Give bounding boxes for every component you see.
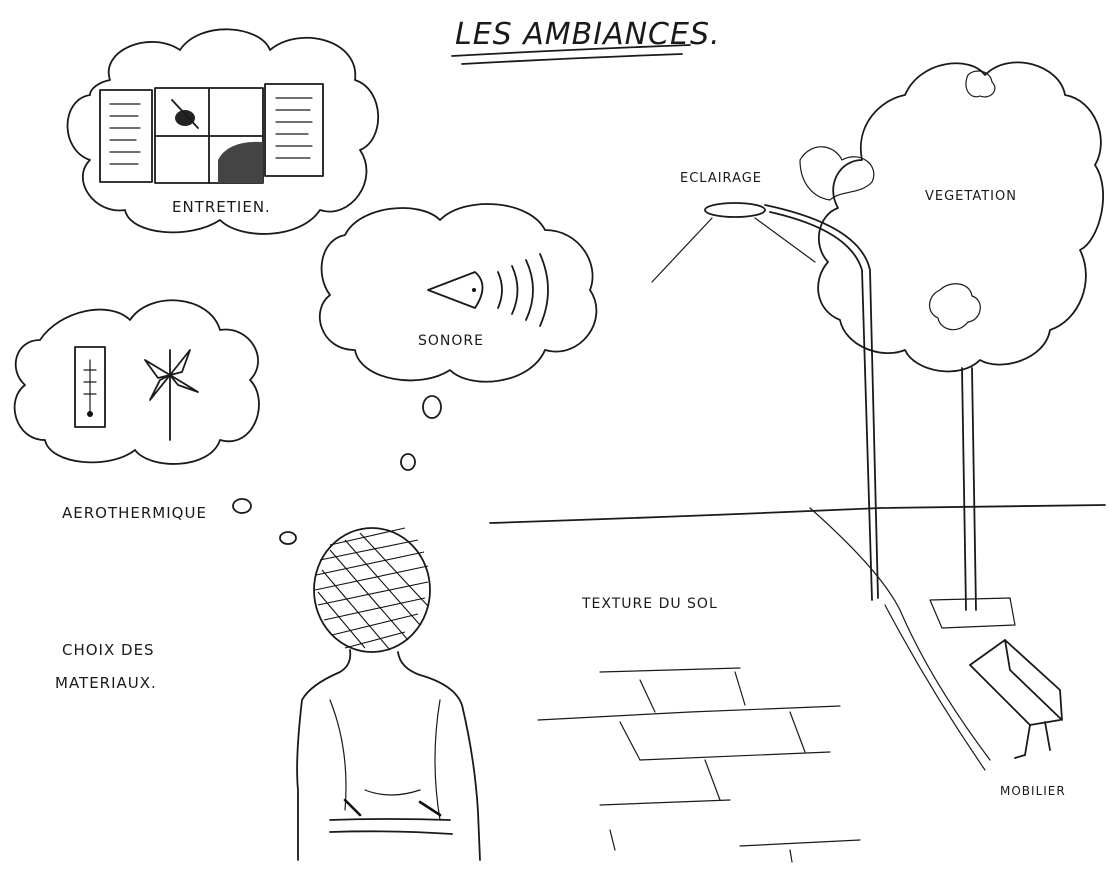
entretien-label: ENTRETIEN. (172, 198, 271, 216)
ear-sound-icon (428, 254, 548, 326)
thought-trail (233, 396, 441, 544)
pinwheel-icon (145, 350, 198, 440)
page-title: LES AMBIANCES. (455, 17, 721, 52)
title-group: LES AMBIANCES. (452, 17, 721, 64)
tree-canopy (818, 62, 1103, 371)
materials-line2: MATERIAUX. (55, 674, 157, 692)
mobilier-label: MOBILIER (1000, 784, 1066, 798)
ground-lines (490, 505, 1105, 770)
title-underline-2 (462, 54, 682, 64)
window-shutters-icon (100, 84, 323, 183)
aerothermique-label: AEROTHERMIQUE (62, 504, 207, 522)
aerothermique-cloud (15, 300, 259, 464)
materials-note: CHOIX DES MATERIAUX. (55, 641, 157, 692)
paving-stones (538, 668, 860, 862)
street-lamp: ECLAIRAGE (652, 171, 878, 600)
vegetation-label: VEGETATION (925, 189, 1017, 204)
tree: VEGETATION (800, 62, 1103, 628)
sonore-cloud (320, 204, 597, 382)
texture-label: TEXTURE DU SOL (581, 596, 718, 612)
materials-line1: CHOIX DES (62, 641, 155, 659)
sonore-label: SONORE (418, 333, 484, 349)
person (297, 528, 480, 860)
aerothermique-bubble (15, 300, 259, 464)
eclairage-label: ECLAIRAGE (680, 171, 762, 186)
sonore-bubble: SONORE (320, 204, 597, 382)
bench (970, 640, 1062, 758)
entretien-bubble: ENTRETIEN. (68, 29, 379, 234)
thermometer-icon (75, 347, 105, 427)
